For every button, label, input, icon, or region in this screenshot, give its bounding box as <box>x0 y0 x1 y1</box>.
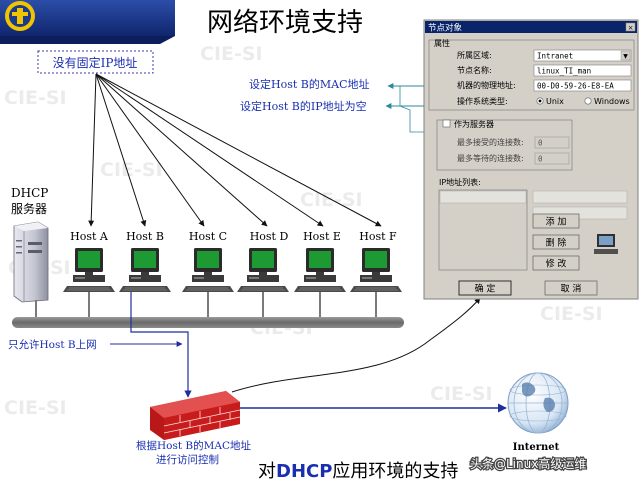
max-wait-value: 0 <box>538 155 543 164</box>
add-button[interactable] <box>532 213 580 229</box>
set-ip-empty-note: 设定Host B的IP地址为空 <box>240 99 367 113</box>
ip-address-list[interactable] <box>438 189 528 271</box>
host-b-computer <box>118 247 172 293</box>
bottom-caption: 对DHCP应用环境的支持 <box>258 461 458 482</box>
firewall-note-line1: 根据Host B的MAC地址 <box>136 439 252 452</box>
host-d-computer <box>236 247 290 293</box>
host-b-path <box>130 292 192 398</box>
only-host-b-note: 只允许Host B上网 <box>8 338 97 351</box>
firewall-to-dialog-curve <box>231 297 481 393</box>
cancel-button-label: 取 消 <box>561 283 582 295</box>
node-name-value: linux_TI_man <box>537 67 591 76</box>
host-label: Host B <box>126 230 164 243</box>
ip-assignment-arrows <box>88 73 382 227</box>
internet-label: Internet <box>513 442 560 453</box>
os-unix-label: Unix <box>546 97 564 106</box>
source-credit: 头条@Linux高级运维 <box>470 456 586 471</box>
ip-list-header <box>439 190 527 204</box>
field-label-mac: 机器的物理地址: <box>457 80 516 90</box>
host-f-computer <box>349 247 403 293</box>
mac-address-input[interactable] <box>533 79 632 92</box>
internet-globe <box>507 372 569 434</box>
delete-button-label: 删 除 <box>546 237 567 249</box>
no-fixed-ip-label: 没有固定IP地址 <box>53 55 138 70</box>
field-label-node-name: 节点名称: <box>457 65 492 75</box>
page-title: 网络环境支持 <box>207 8 363 38</box>
host-label: Host F <box>359 230 397 243</box>
watermark <box>540 303 603 325</box>
dialog-close-button[interactable] <box>625 22 636 32</box>
caption-prefix: 对 <box>258 461 276 482</box>
radio-selected-dot <box>538 99 542 103</box>
bus-drops <box>35 292 377 317</box>
dialog-connector <box>392 85 401 106</box>
zone-select-value: Intranet <box>537 52 573 61</box>
field-label-zone: 所属区域: <box>457 50 492 60</box>
watermark <box>4 87 67 109</box>
watermark <box>4 397 67 419</box>
computer-icon <box>594 234 618 254</box>
dhcp-label-line2: 服务器 <box>11 201 47 216</box>
modify-button[interactable] <box>532 255 580 271</box>
ip-input[interactable] <box>532 190 628 204</box>
host-a-computer <box>62 247 116 293</box>
node-name-input[interactable] <box>533 64 632 77</box>
logo <box>5 1 35 31</box>
firewall <box>150 391 241 440</box>
host-label: Host C <box>189 230 227 243</box>
max-wait-input[interactable] <box>534 152 570 165</box>
caption-suffix: 应用环境的支持 <box>332 461 458 482</box>
caption-dhcp: DHCP <box>276 461 332 482</box>
mac-address-value: 00-D0-59-26-E8-EA <box>537 82 614 91</box>
max-wait-label: 最多等待的连接数: <box>457 153 524 163</box>
os-windows-label: Windows <box>594 97 630 106</box>
max-connections-label: 最多接受的连接数: <box>457 137 524 147</box>
dialog-connector <box>399 105 424 133</box>
zone-select[interactable] <box>533 49 632 62</box>
watermark <box>430 383 493 405</box>
ok-button-label: 确 定 <box>475 283 496 295</box>
header-bar-shadow <box>0 36 175 44</box>
watermark <box>100 159 163 181</box>
dhcp-server <box>13 221 49 303</box>
host-e-computer <box>293 247 347 293</box>
host-label: Host D <box>250 230 289 243</box>
properties-group-label: 属性 <box>434 38 450 48</box>
as-server-label: 作为服务器 <box>454 119 494 129</box>
dialog-titlebar <box>425 21 637 33</box>
modify-button-label: 修 改 <box>546 258 567 270</box>
no-fixed-ip-box <box>37 50 154 74</box>
chevron-down-icon: ▼ <box>623 53 628 60</box>
host-c-computer <box>181 247 235 293</box>
os-type-label: 操作系统类型: <box>457 96 508 106</box>
ip-list-label: IP地址列表: <box>439 177 481 187</box>
host-labels: Host A Host B Host C Host D Host E Host … <box>70 230 397 243</box>
ok-button[interactable] <box>458 280 512 296</box>
dhcp-label-line1: DHCP <box>11 186 48 200</box>
delete-button[interactable] <box>532 234 580 250</box>
os-windows-radio[interactable] <box>584 97 592 105</box>
cancel-button[interactable] <box>544 280 598 296</box>
add-button-label: 添 加 <box>546 217 567 228</box>
host-label: Host A <box>70 230 109 243</box>
host-computers <box>62 247 403 293</box>
properties-group <box>428 39 635 111</box>
firewall-note-line2: 进行访问控制 <box>156 453 219 466</box>
zone-dropdown-button[interactable] <box>620 50 631 61</box>
as-server-checkbox[interactable] <box>442 119 451 128</box>
max-connections-input[interactable] <box>534 136 570 149</box>
close-icon: × <box>628 24 634 32</box>
set-mac-note: 设定Host B的MAC地址 <box>249 77 369 91</box>
host-label: Host E <box>303 230 341 243</box>
network-bus <box>12 317 404 328</box>
node-object-dialog: 节点对象 × 属性 所属区域: Intranet ▼ 节点名称: linux_T… <box>423 19 639 300</box>
watermark <box>200 43 263 65</box>
max-connections-value: 0 <box>538 139 543 148</box>
dialog-title: 节点对象 <box>428 23 463 34</box>
server-group <box>436 119 573 171</box>
